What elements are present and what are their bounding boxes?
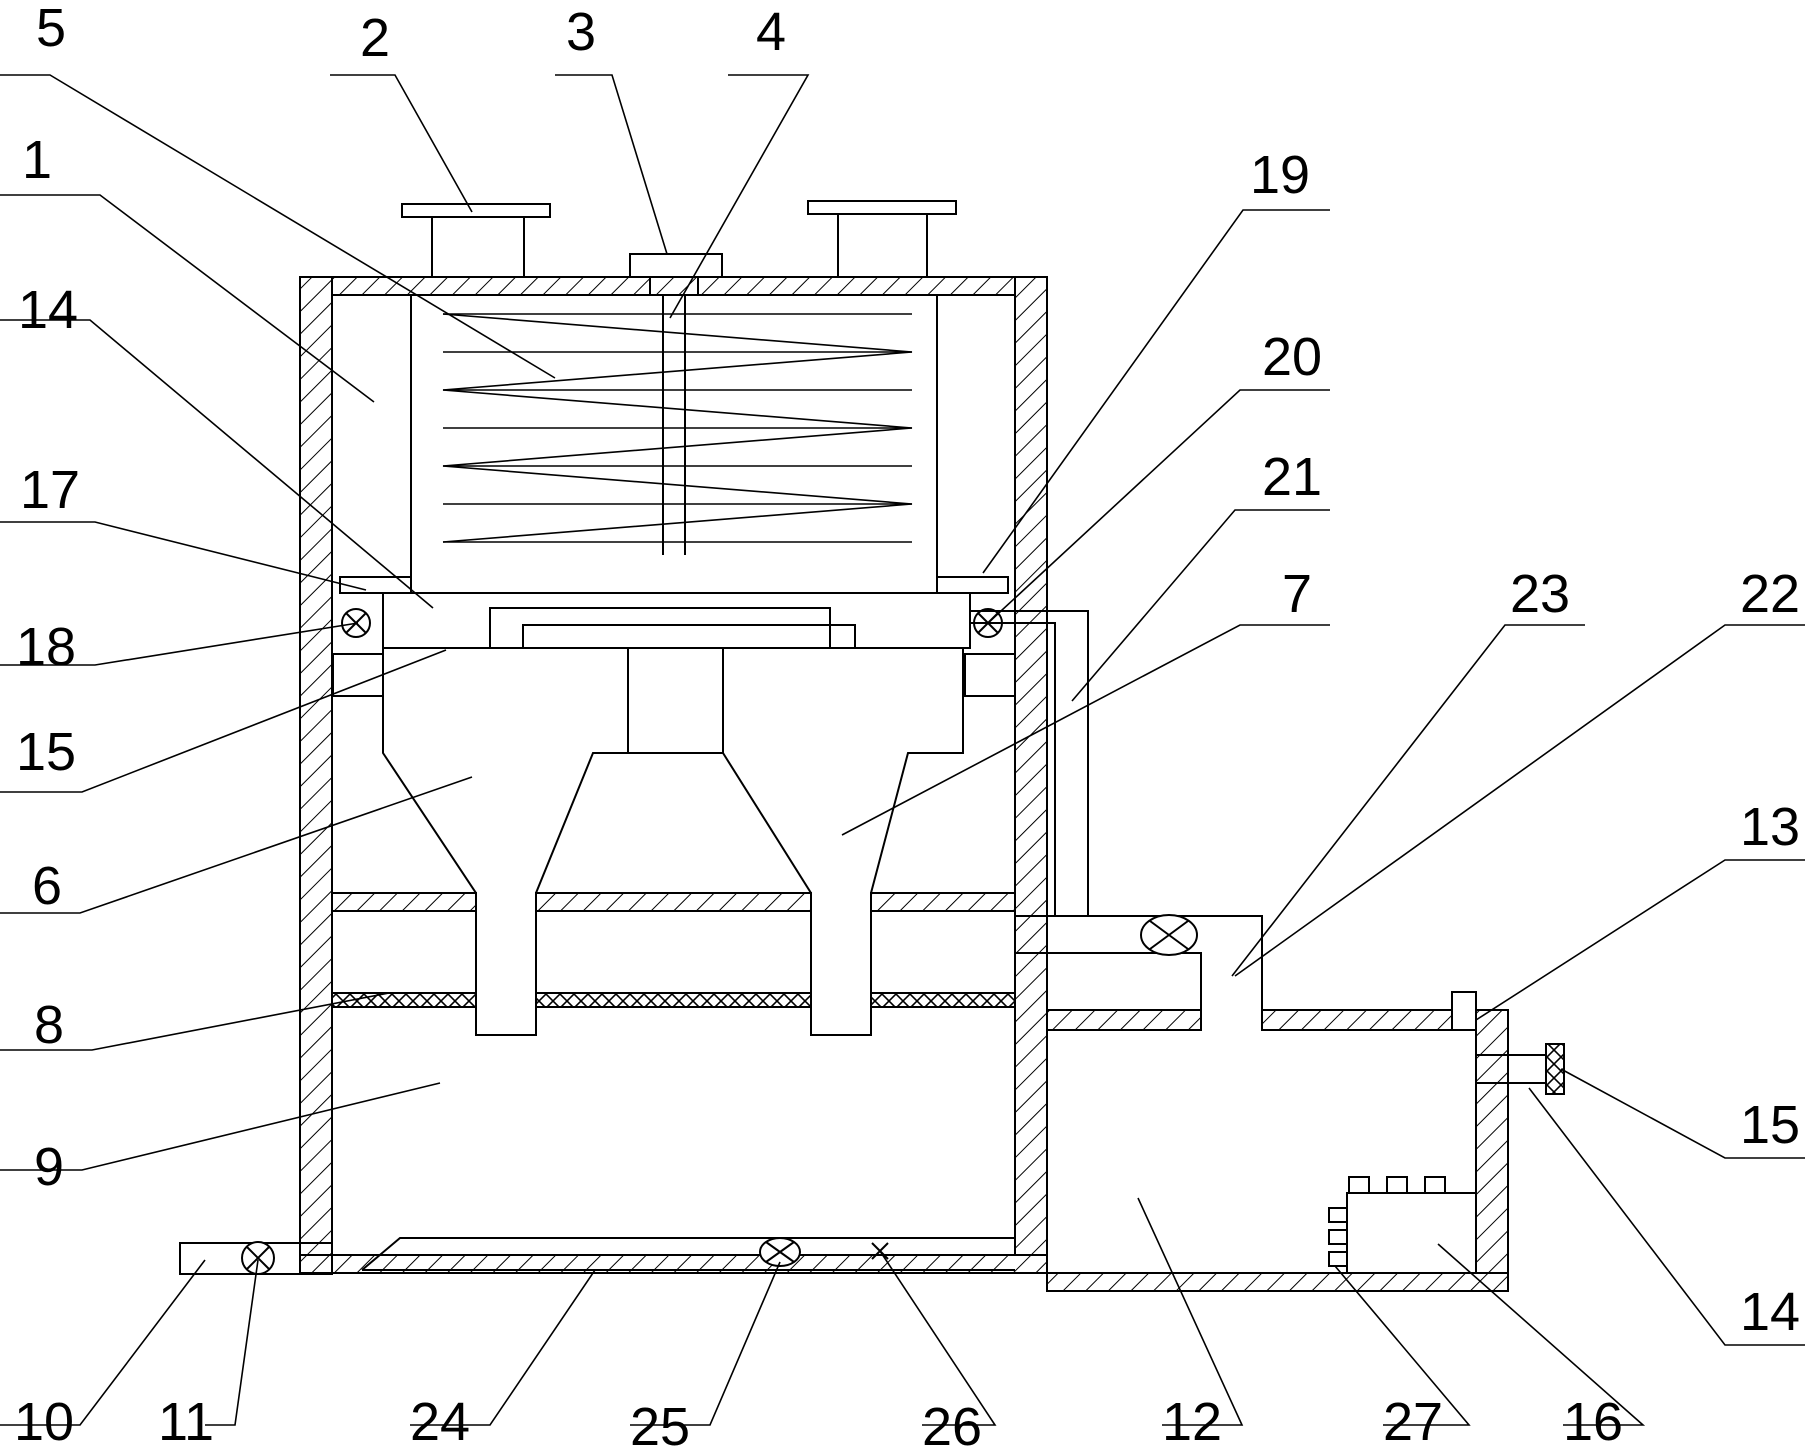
label-22: 22 (1740, 564, 1800, 624)
label-20: 20 (1262, 327, 1322, 387)
label-13: 13 (1740, 797, 1800, 857)
label-15b: 15 (1740, 1095, 1800, 1155)
label-24: 24 (410, 1392, 470, 1452)
label-14b: 14 (1740, 1282, 1800, 1342)
partition-plates (331, 892, 1016, 1008)
left-hopper (382, 647, 629, 1036)
label-21: 21 (1262, 447, 1322, 507)
label-14a: 14 (18, 280, 78, 340)
right-tank (1015, 915, 1565, 1292)
right-hopper (628, 647, 964, 1036)
label-6: 6 (32, 856, 62, 916)
label-3: 3 (566, 2, 596, 62)
label-2: 2 (360, 8, 390, 68)
outlet-pipe (179, 1241, 333, 1275)
label-9: 9 (34, 1137, 64, 1197)
label-25: 25 (630, 1397, 690, 1456)
riser-pipe (970, 610, 1089, 916)
label-17: 17 (20, 460, 80, 520)
valve-25-icon (759, 1237, 801, 1267)
label-27: 27 (1383, 1392, 1443, 1452)
top-inlet-pipes (401, 200, 957, 296)
label-11: 11 (158, 1392, 214, 1452)
label-12: 12 (1162, 1392, 1222, 1452)
label-8: 8 (34, 995, 64, 1055)
valve-23-icon (1140, 914, 1198, 956)
bottom-tray (361, 1237, 1015, 1271)
mixing-chamber (410, 295, 938, 577)
label-26: 26 (922, 1397, 982, 1456)
label-7: 7 (1282, 564, 1312, 624)
label-16: 16 (1563, 1392, 1623, 1452)
distribution-manifold (332, 576, 1016, 697)
labels: 5 2 3 4 1 14 17 18 15 6 8 9 10 11 24 25 … (14, 0, 1800, 1456)
label-23: 23 (1510, 564, 1570, 624)
label-5: 5 (36, 0, 66, 58)
label-19: 19 (1250, 145, 1310, 205)
label-4: 4 (756, 2, 786, 62)
label-1: 1 (22, 130, 52, 190)
label-15a: 15 (16, 722, 76, 782)
label-10: 10 (14, 1392, 74, 1452)
leader-lines (0, 74, 1805, 1426)
label-18: 18 (16, 617, 76, 677)
